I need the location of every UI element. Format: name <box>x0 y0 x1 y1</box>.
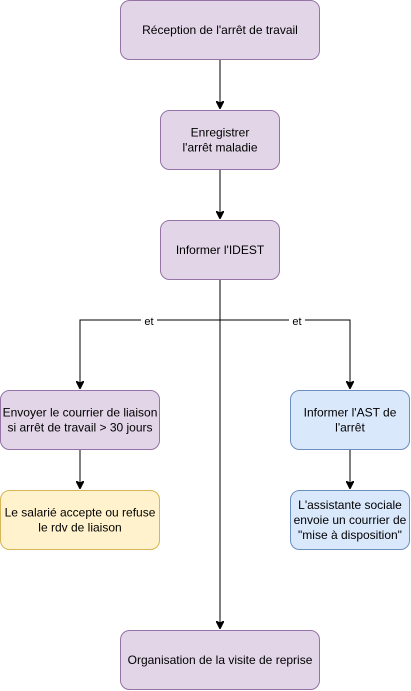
node-label-line: Informer l'AST de <box>304 406 397 420</box>
node-label-line: le rdv de liaison <box>38 521 121 535</box>
edge-label-et-right: et <box>292 316 301 328</box>
node-label-line: l'arrêt maladie <box>183 141 258 155</box>
node-label-line: envoie un courrier de <box>294 513 407 527</box>
node-label-line: Réception de l'arrêt de travail <box>142 23 298 37</box>
node-label-line: Le salarié accepte ou refuse <box>5 506 156 520</box>
node-box <box>120 630 320 690</box>
node-box <box>0 390 160 450</box>
node-informer-idest[interactable]: Informer l'IDEST <box>160 220 280 280</box>
node-box <box>0 490 160 550</box>
edge-label-bg-right <box>289 315 305 327</box>
edge-label-bg-left <box>141 315 157 327</box>
edge-labels: et et <box>141 315 305 328</box>
node-organisation[interactable]: Organisation de la visite de reprise <box>120 630 320 690</box>
node-label-line: Organisation de la visite de reprise <box>128 653 313 667</box>
node-label-line: "mise à disposition" <box>298 528 402 542</box>
edge-label-et-left: et <box>144 316 153 328</box>
node-box <box>290 490 410 550</box>
node-box <box>120 0 320 60</box>
node-label-line: si arrêt de travail > 30 jours <box>7 421 152 435</box>
node-label-line: Informer l'IDEST <box>176 243 265 257</box>
node-reception[interactable]: Réception de l'arrêt de travail <box>120 0 320 60</box>
node-label-line: L'assistante sociale <box>298 498 402 512</box>
node-box <box>290 390 410 450</box>
edge-informer-idest-to-envoyer-courrier <box>80 280 221 388</box>
node-label-line: l'arrêt <box>335 421 365 435</box>
node-box <box>160 220 280 280</box>
node-label-line: Enregistrer <box>191 126 250 140</box>
node-label-line: Envoyer le courrier de liaison <box>3 406 158 420</box>
edge-informer-idest-to-informer-ast <box>220 319 350 388</box>
node-box <box>160 110 280 170</box>
node-informer-ast[interactable]: Informer l'AST del'arrêt <box>290 390 410 450</box>
